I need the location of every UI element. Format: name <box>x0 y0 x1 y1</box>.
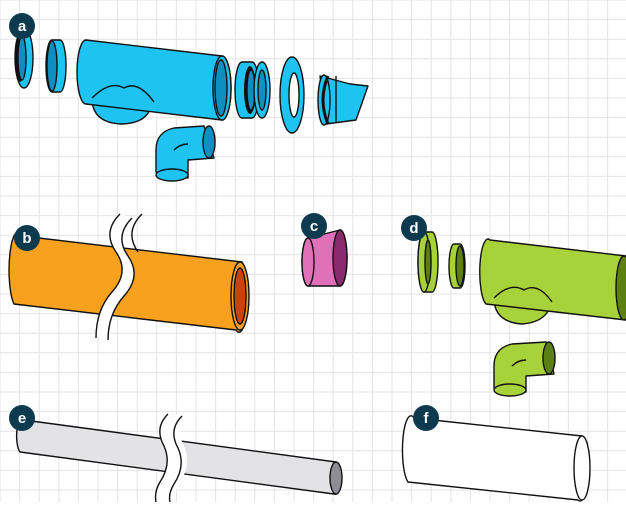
badge-c-label: c <box>310 218 318 235</box>
badge-d: d <box>401 215 427 241</box>
badge-b: b <box>14 225 40 251</box>
badge-e: e <box>9 405 35 431</box>
assembly-a-flange-washer <box>279 56 305 134</box>
badge-b-label: b <box>22 230 31 247</box>
assembly-d-coupler-ring <box>417 231 439 293</box>
assembly-d-elbow-fitting <box>493 341 556 397</box>
assembly-a-coupler-ring-right <box>234 61 260 119</box>
assembly-e-cut-rod <box>15 413 343 503</box>
badge-f: f <box>413 405 439 431</box>
assembly-f-pipe <box>401 415 591 502</box>
badge-c: c <box>301 213 327 239</box>
assembly-a-tee-fitting <box>76 39 232 125</box>
assembly-a-gasket-ring-right <box>253 61 271 119</box>
badge-d-label: d <box>409 220 418 237</box>
assembly-d <box>417 231 626 397</box>
badge-a: a <box>9 13 35 39</box>
assembly-a <box>14 27 369 182</box>
assembly-a-coupler-ring-left <box>45 39 67 93</box>
badge-a-label: a <box>18 18 27 35</box>
assembly-d-gasket-ring <box>448 243 466 289</box>
assembly-c-coupler <box>301 229 348 287</box>
assembly-a-elbow-fitting <box>155 125 216 182</box>
assembly-d-tee-fitting <box>479 238 626 325</box>
assembly-a-gasket-ring-left <box>14 27 34 89</box>
badge-e-label: e <box>18 410 26 427</box>
assembly-b-cut-pipe <box>8 213 250 341</box>
badge-f-label: f <box>424 410 430 427</box>
assembly-a-angled-end-fitting <box>317 74 369 126</box>
